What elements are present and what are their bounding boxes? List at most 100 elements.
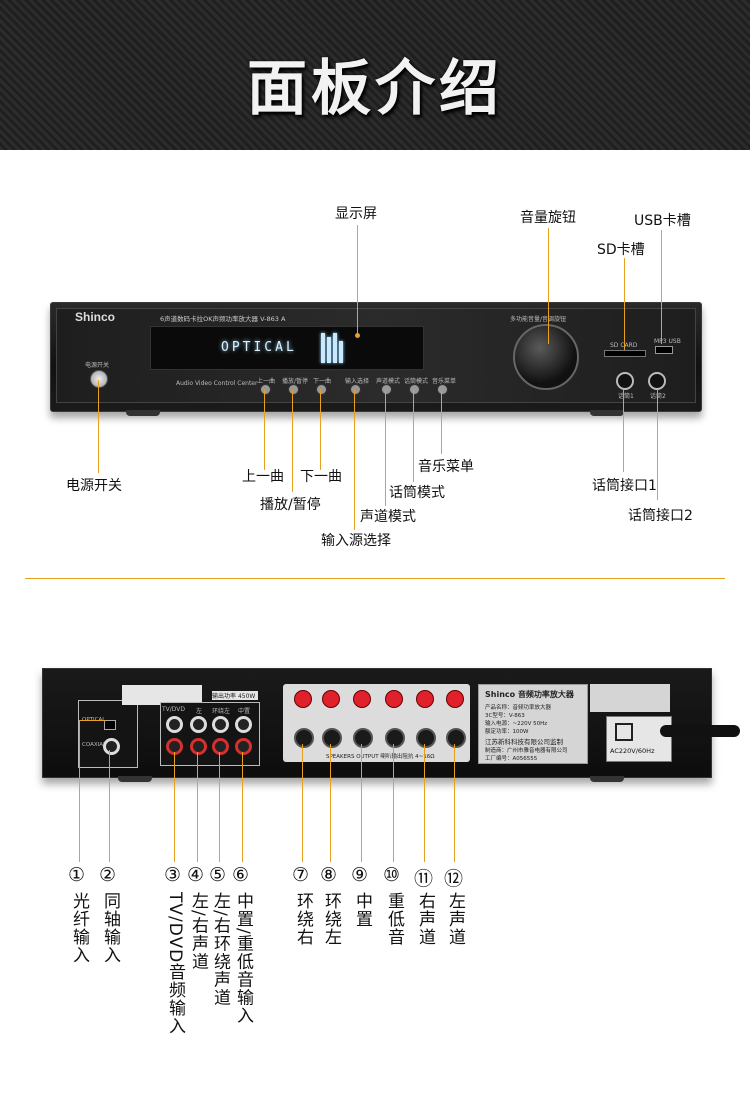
callout-num-10: ⑩ [383, 864, 401, 886]
callout-line-prev [264, 390, 265, 470]
power-button[interactable] [90, 370, 108, 388]
coaxial-port[interactable] [103, 738, 120, 755]
callout-power: 电源开关 [66, 478, 122, 494]
lcd-display: OPTICAL [150, 326, 424, 370]
speaker-terminal-black[interactable] [322, 728, 342, 748]
callout-label-3: TV/DVD音频输入 [165, 892, 185, 1036]
input-select-button[interactable] [350, 384, 361, 395]
callout-label-2: 同轴输入 [100, 892, 120, 964]
callout-line-channel [385, 390, 386, 506]
front-btn-label: 输入选择 [345, 378, 370, 385]
speaker-terminal-red[interactable] [385, 690, 403, 708]
callout-mic1: 话筒接口1 [592, 478, 657, 494]
callout-sd: SD卡槽 [597, 242, 645, 258]
speaker-terminal-black[interactable] [294, 728, 314, 748]
plate-line: 输入电源：~220V 50Hz [485, 721, 548, 727]
rca-input-box [160, 702, 260, 766]
spec-label-plate: Shinco 音频功率放大器 产品名称：音频功率放大器 3C型号：V-863 输… [478, 684, 588, 764]
ac-label: AC220V/60Hz [610, 747, 655, 755]
front-model-line: 6声道数码卡拉OK声频功率放大器 V-863 A [160, 315, 286, 323]
mic-jack-1[interactable] [616, 372, 634, 390]
plate-line: 产品名称：音频功率放大器 [485, 705, 552, 711]
callout-music-menu: 音乐菜单 [418, 459, 474, 475]
front-btn-label: 下一曲 [313, 378, 332, 385]
speaker-terminal-red[interactable] [353, 690, 371, 708]
rca-tvdvd-white[interactable] [166, 716, 183, 733]
callout-line-usb [661, 230, 662, 344]
speaker-terminal-black[interactable] [353, 728, 373, 748]
header-banner: 面板介绍 [0, 0, 750, 150]
callout-num-8: ⑧ [320, 864, 338, 886]
knob-small-label: 多功能音量/音调旋钮 [510, 316, 567, 323]
mic-mode-button[interactable] [409, 384, 420, 395]
sd-card-slot[interactable] [604, 350, 646, 357]
usb-small-label: MP3 USB [654, 338, 681, 345]
rca-surround-right[interactable] [212, 738, 229, 755]
callout-label-12: 左声道 [445, 892, 465, 946]
callout-line-4 [197, 752, 198, 862]
rca-right[interactable] [190, 738, 207, 755]
ac-power-box: AC220V/60Hz [606, 716, 672, 762]
next-button[interactable] [316, 384, 327, 395]
speaker-terminal-red[interactable] [446, 690, 464, 708]
volume-knob[interactable] [513, 324, 579, 390]
speaker-terminal-black[interactable] [385, 728, 405, 748]
rca-subwoofer[interactable] [235, 738, 252, 755]
callout-label-10: 重低音 [384, 892, 404, 946]
device-foot [126, 410, 160, 416]
speaker-terminal-black[interactable] [416, 728, 436, 748]
mic-jack-2[interactable] [648, 372, 666, 390]
page-title: 面板介绍 [247, 54, 503, 124]
usb-port[interactable] [655, 346, 673, 354]
callout-line-5 [219, 752, 220, 862]
plate-line: 3C型号：V-863 [485, 713, 525, 719]
double-insulation-icon [615, 723, 633, 741]
front-btn-label: 播放/暂停 [282, 378, 309, 385]
device-foot [590, 776, 624, 782]
safety-sticker [590, 684, 670, 712]
callout-label-6: 中置/重低音输入 [233, 892, 253, 1025]
rca-surround-left[interactable] [212, 716, 229, 733]
front-btn-label: 话筒模式 [404, 378, 429, 385]
speaker-terminal-red[interactable] [416, 690, 434, 708]
plate-company: 江苏新科科技有限公司监制 [485, 738, 563, 746]
prev-button[interactable] [260, 384, 271, 395]
callout-line-sd [624, 258, 625, 350]
speaker-terminal-red[interactable] [322, 690, 340, 708]
callout-line-11 [424, 744, 425, 862]
warning-label [122, 685, 202, 705]
col-left: 左 [196, 708, 203, 715]
front-power-small-label: 电源开关 [85, 362, 110, 369]
callout-line-6 [242, 752, 243, 862]
channel-mode-button[interactable] [381, 384, 392, 395]
callout-num-1: ① [68, 864, 86, 886]
callout-num-7: ⑦ [292, 864, 310, 886]
callout-num-2: ② [99, 864, 117, 886]
callout-usb: USB卡槽 [634, 213, 691, 229]
callout-num-5: ⑤ [209, 864, 227, 886]
optical-port[interactable] [104, 720, 116, 730]
callout-label-11: 右声道 [415, 892, 435, 946]
lcd-meter-bar [339, 341, 343, 363]
col-tvdvd: TV/DVD [162, 706, 186, 713]
music-menu-button[interactable] [437, 384, 448, 395]
callout-line-next [320, 390, 321, 470]
power-label-text: 输出功率 [212, 693, 237, 700]
coaxial-label: COAXIAL [82, 742, 107, 748]
plate-brand: Shinco [485, 690, 516, 699]
section-divider [25, 578, 725, 579]
callout-line-power [98, 380, 99, 473]
callout-num-6: ⑥ [232, 864, 250, 886]
speaker-terminal-black[interactable] [446, 728, 466, 748]
rca-center[interactable] [235, 716, 252, 733]
speaker-terminal-red[interactable] [294, 690, 312, 708]
speakers-output-label: SPEAKERS OUTPUT 喇叭输出阻抗 4~16Ω [326, 754, 435, 760]
callout-num-3: ③ [164, 864, 182, 886]
play-pause-button[interactable] [288, 384, 299, 395]
speaker-terminal-panel [283, 684, 470, 762]
callout-line-input [354, 390, 355, 530]
rca-left[interactable] [190, 716, 207, 733]
digital-input-box [78, 700, 138, 768]
callout-input: 输入源选择 [321, 533, 391, 549]
callout-prev: 上一曲 [242, 469, 284, 485]
